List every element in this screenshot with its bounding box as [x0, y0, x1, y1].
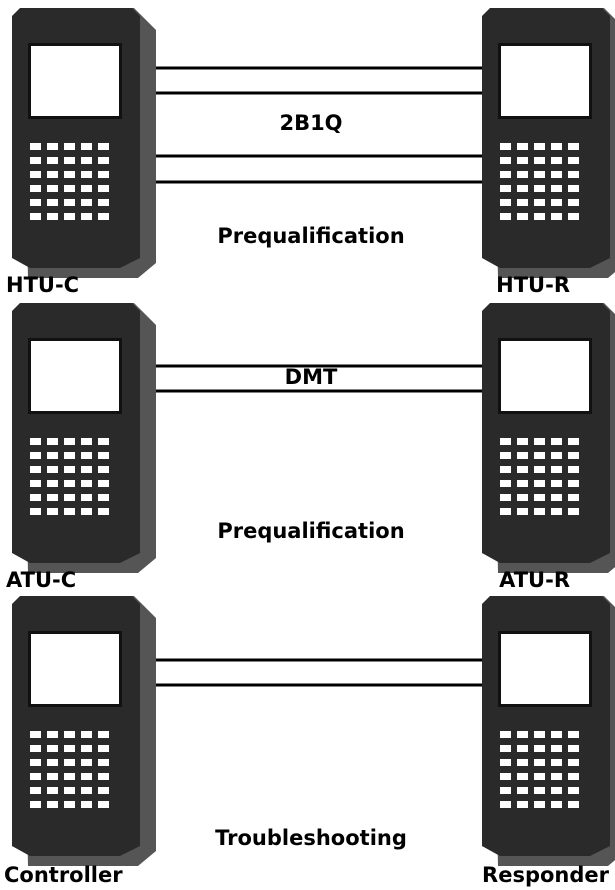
wire-lines — [120, 658, 495, 687]
handset-icon — [12, 303, 156, 573]
left-device-label: Controller — [4, 863, 123, 887]
line-code-label: DMT — [285, 365, 338, 389]
handset-icon — [482, 303, 615, 573]
left-device-label: ATU-C — [6, 568, 76, 592]
panel-caption: Prequalification — [217, 519, 404, 543]
handset-icon — [12, 596, 156, 866]
panel-dmt: DMT Prequalification ATU-C ATU-R — [6, 303, 615, 592]
panel-caption: Troubleshooting — [215, 826, 407, 850]
line-code-label: 2B1Q — [279, 111, 342, 135]
wire-lines — [120, 364, 495, 393]
panel-troubleshooting: Troubleshooting Controller Responder — [4, 596, 615, 887]
handset-icon — [482, 596, 615, 866]
panel-2b1q: 2B1Q Prequalification HTU-C HTU-R — [6, 8, 615, 297]
handset-icon — [482, 8, 615, 278]
right-device-label: HTU-R — [496, 273, 570, 297]
wire-lines — [120, 66, 495, 184]
handset-icon — [12, 8, 156, 278]
right-device-label: Responder — [482, 863, 610, 887]
panel-caption: Prequalification — [217, 224, 404, 248]
right-device-label: ATU-R — [499, 568, 570, 592]
left-device-label: HTU-C — [6, 273, 79, 297]
